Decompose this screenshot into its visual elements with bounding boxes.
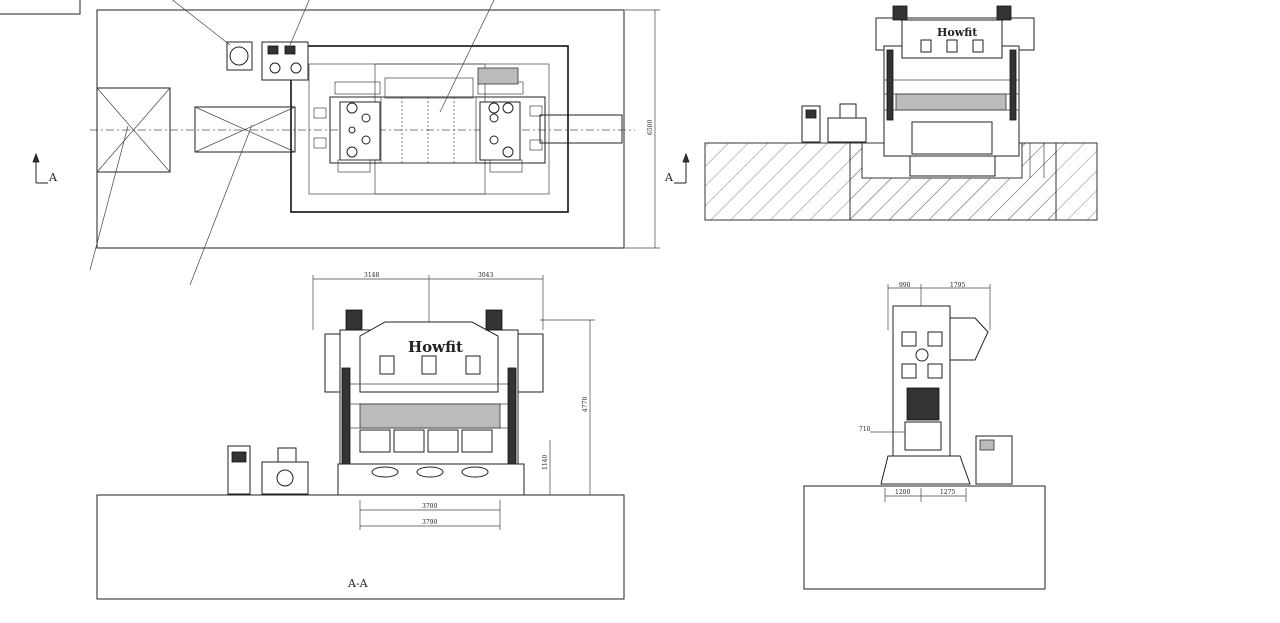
front-dim-bolster: 3700	[422, 503, 437, 510]
front-dim-right: 3043	[478, 272, 493, 279]
side-dim-left: 710	[859, 426, 871, 433]
side-view: 990 1795 710 1200 1275	[803, 282, 1046, 590]
side-dim-bottom-left: 1200	[895, 489, 910, 496]
plan-view: 6500 A	[0, 0, 660, 286]
front-dim-base: 3790	[422, 519, 437, 526]
elevation-brand: Howfit	[937, 26, 978, 39]
front-dim-left: 3148	[364, 272, 379, 279]
side-dim-top-right: 1795	[950, 282, 965, 289]
front-brand: Howfit	[408, 338, 463, 356]
section-label: A-A	[347, 577, 369, 590]
side-dim-bottom-right: 1275	[940, 489, 955, 496]
plan-height-dim: 6500	[647, 120, 654, 135]
section-marker-left: A	[48, 171, 58, 184]
side-dim-top-left: 990	[899, 282, 911, 289]
front-dim-height: 4770	[582, 397, 589, 412]
front-view: 3148 3043 Howfit 4770	[96, 272, 625, 600]
front-dim-upper: 1140	[542, 455, 549, 470]
section-marker-right: A	[664, 171, 674, 184]
elevation-view: Howfit A	[664, 5, 1098, 221]
